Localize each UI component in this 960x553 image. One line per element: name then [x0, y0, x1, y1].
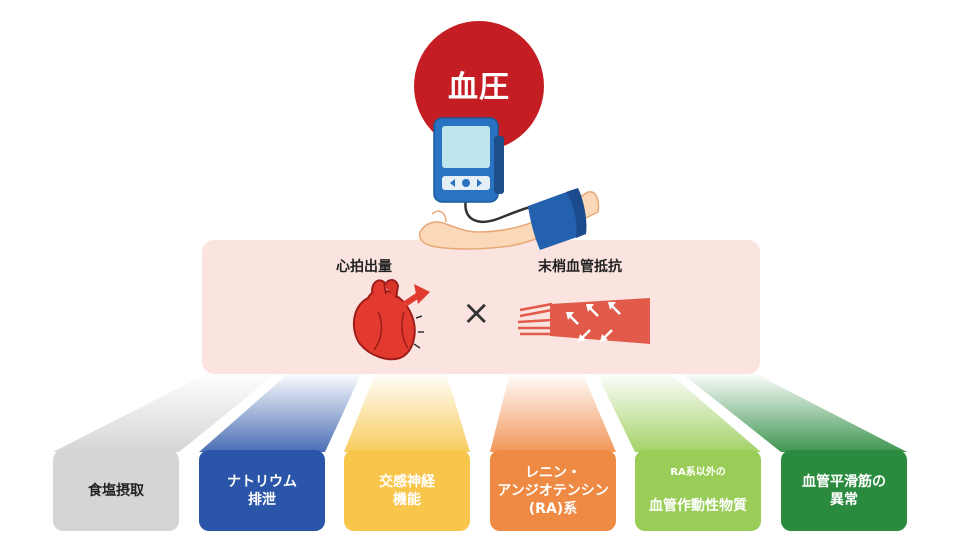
fan-ray-4 — [490, 372, 616, 452]
arm-icon — [418, 191, 600, 250]
cause-card-vasoactive-substances: RA系以外の 血管作動性物質 — [635, 450, 761, 531]
cause-card-smooth-muscle-abnormality: 血管平滑筋の 異常 — [781, 450, 907, 531]
heart-icon — [352, 279, 430, 361]
cause-card-label: 血管平滑筋の 異常 — [802, 473, 886, 508]
title-label: 血圧 — [448, 70, 510, 105]
cause-card-label: 食塩摂取 — [88, 482, 144, 499]
cause-card-ra-system: レニン・ アンジオテンシン (RA)系 — [490, 450, 616, 531]
fan-ray-1 — [53, 372, 278, 452]
cardiac-output-label: 心拍出量 — [336, 259, 392, 275]
fan-ray-2 — [199, 372, 362, 452]
peripheral-resistance-label: 末梢血管抵抗 — [538, 259, 622, 275]
cause-card-label: レニン・ アンジオテンシン (RA)系 — [497, 464, 609, 517]
cause-card-label: ナトリウム 排泄 — [227, 473, 297, 508]
power-icon — [462, 179, 470, 187]
cause-card-label: 交感神経 機能 — [379, 473, 435, 508]
fan-ray-6 — [680, 372, 907, 452]
arrow-up-icon — [414, 284, 430, 304]
cause-card-salt-intake: 食塩摂取 — [53, 450, 179, 531]
monitor-screen — [442, 126, 490, 168]
multiply-sign: × — [462, 293, 491, 333]
cause-card-label: 血管作動性物質 — [649, 497, 747, 514]
fan-ray-3 — [344, 372, 470, 452]
fan-ray-5 — [596, 372, 761, 452]
cause-card-sympathetic-function: 交感神経 機能 — [344, 450, 470, 531]
cause-card-sublabel: RA系以外の — [670, 466, 726, 478]
thumb-icon — [431, 210, 447, 223]
cause-card-sodium-excretion: ナトリウム 排泄 — [199, 450, 325, 531]
blood-vessel-icon — [517, 298, 650, 344]
cuff-icon — [528, 190, 581, 250]
formula-box — [202, 240, 760, 374]
